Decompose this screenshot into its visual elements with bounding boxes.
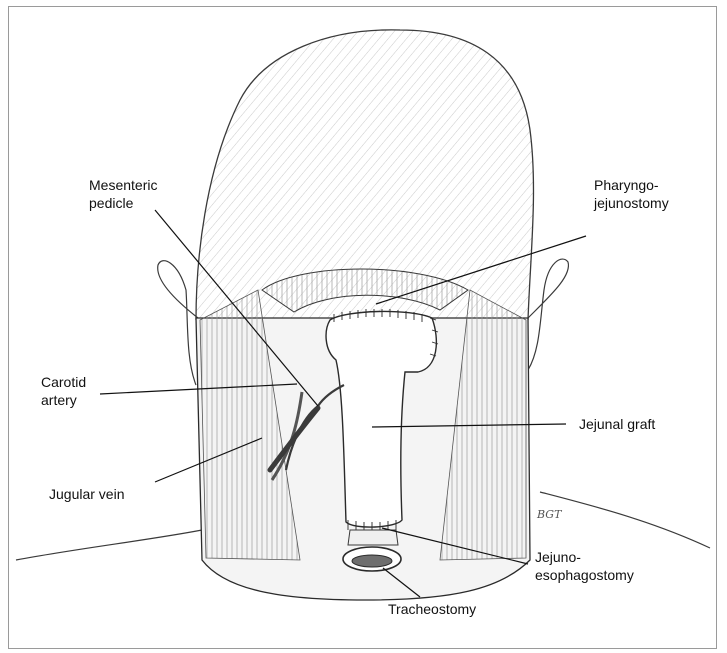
left-ear <box>158 261 198 385</box>
label-mesenteric-line1: Mesenteric <box>89 176 157 194</box>
tracheostomy-lumen <box>352 555 392 567</box>
label-jejuno-line2: esophagostomy <box>535 566 634 584</box>
right-ear <box>528 259 568 370</box>
label-pharyngo-jejunostomy: Pharyngo- jejunostomy <box>594 176 669 212</box>
esophagus <box>348 530 398 545</box>
label-mesenteric-pedicle: Mesenteric pedicle <box>89 176 157 212</box>
label-jejuno-line1: Jejuno- <box>535 548 634 566</box>
right-shoulder <box>540 492 710 548</box>
label-carotid-line1: Carotid <box>41 373 86 391</box>
artist-signature: BGT <box>537 508 561 521</box>
label-mesenteric-line2: pedicle <box>89 194 157 212</box>
label-pharyngo-line2: jejunostomy <box>594 194 669 212</box>
label-carotid-artery: Carotid artery <box>41 373 86 409</box>
label-pharyngo-line1: Pharyngo- <box>594 176 669 194</box>
left-shoulder <box>16 530 202 560</box>
label-jejunal-graft: Jejunal graft <box>579 415 655 433</box>
label-tracheostomy: Tracheostomy <box>388 600 476 618</box>
label-jejuno-esophagostomy: Jejuno- esophagostomy <box>535 548 634 584</box>
label-carotid-line2: artery <box>41 391 86 409</box>
label-jugular-vein: Jugular vein <box>49 485 125 503</box>
